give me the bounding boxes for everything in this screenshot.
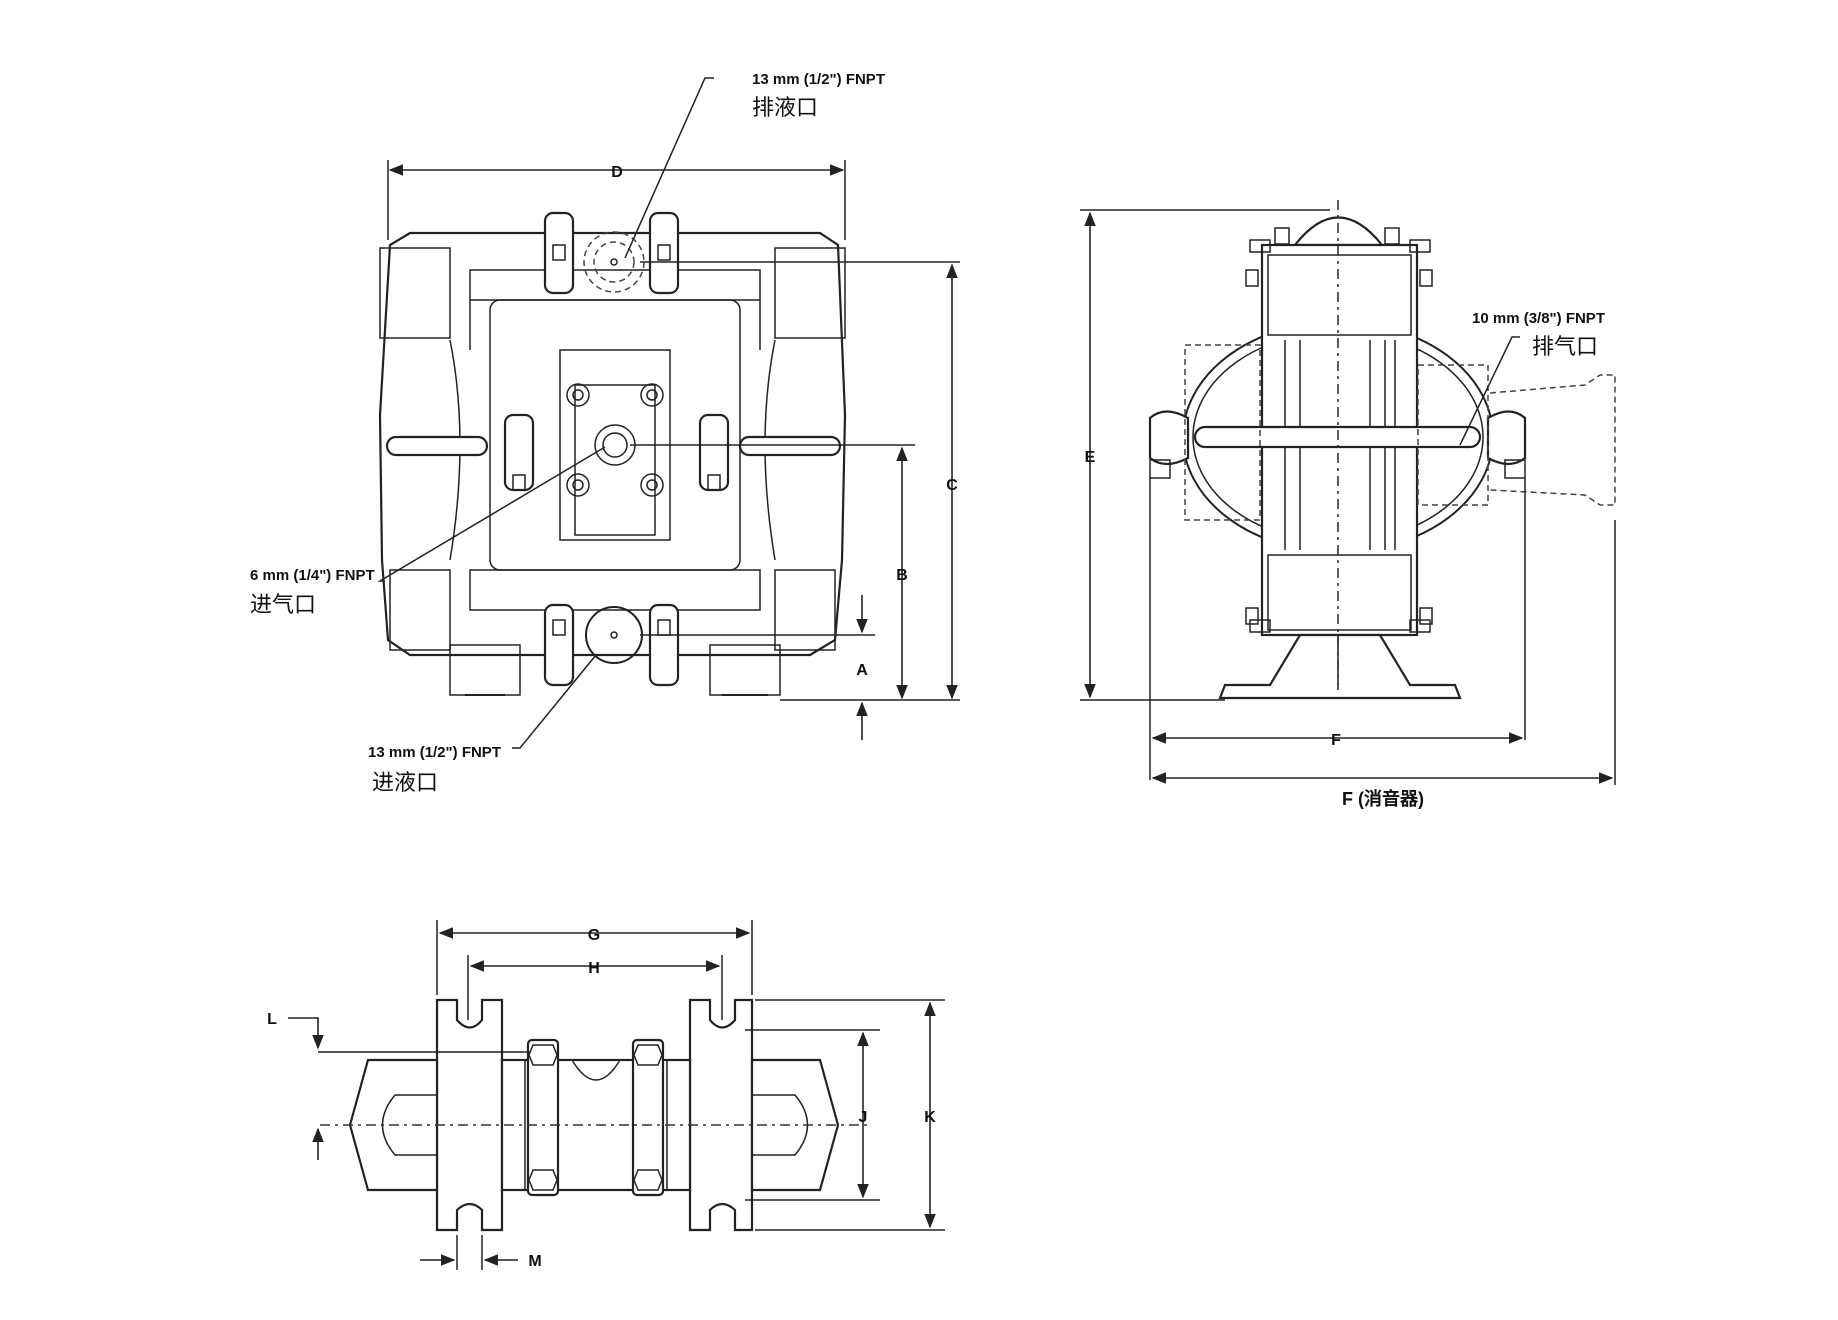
discharge-port-name: 排液口 xyxy=(752,96,818,121)
fluid-inlet-port-name: 进液口 xyxy=(372,771,438,796)
air-exhaust-port-name: 排气口 xyxy=(1532,335,1598,360)
dim-label-h: H xyxy=(588,960,600,977)
side-view xyxy=(1080,200,1616,785)
air-exhaust-port-size: 10 mm (3/8") FNPT xyxy=(1472,310,1605,327)
dim-label-l: L xyxy=(267,1011,277,1028)
dim-label-d: D xyxy=(611,164,623,181)
dim-label-e: E xyxy=(1085,449,1096,466)
dim-label-f: F xyxy=(1331,732,1341,749)
dim-label-j: J xyxy=(859,1109,868,1126)
dim-label-g: G xyxy=(588,927,600,944)
dim-label-a: A xyxy=(856,662,868,679)
front-view xyxy=(377,77,960,749)
dim-label-m: M xyxy=(528,1253,541,1270)
fluid-inlet-port-size: 13 mm (1/2") FNPT xyxy=(368,744,501,761)
dim-label-b: B xyxy=(896,567,908,584)
dim-label-f-muffler: F (消音器) xyxy=(1342,788,1424,809)
bottom-view xyxy=(288,920,945,1270)
dim-label-c: C xyxy=(946,477,958,494)
air-inlet-port-size: 6 mm (1/4") FNPT xyxy=(250,567,375,584)
air-inlet-port-name: 进气口 xyxy=(250,593,316,618)
discharge-port-size: 13 mm (1/2") FNPT xyxy=(752,71,885,88)
dim-label-k: K xyxy=(924,1109,936,1126)
